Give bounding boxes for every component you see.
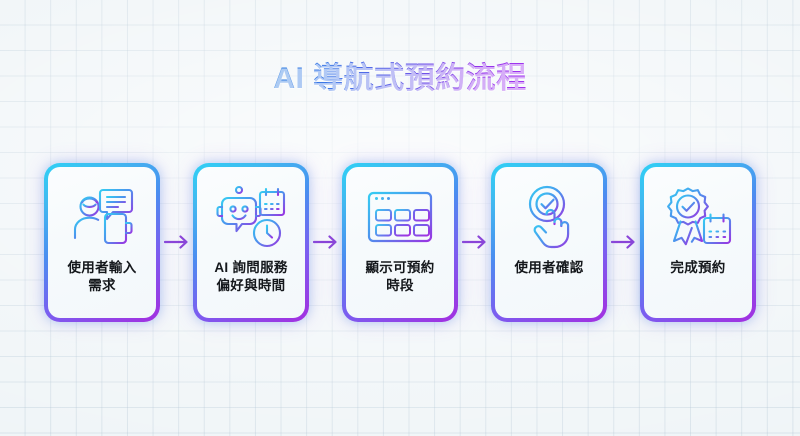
arrow-right-icon-3 [458, 227, 491, 257]
step-card-border-inner: AI 詢問服務 偏好與時間 [195, 164, 307, 320]
step-card-border-inner: 使用者確認 [493, 164, 605, 320]
page-title-container: AI 導航式預約流程 [0, 33, 800, 117]
step-card-label: 顯示可預約 時段 [365, 259, 435, 293]
award-ribbon-calendar-icon [660, 181, 736, 253]
browser-timeslot-grid-icon [362, 181, 438, 253]
page-title: AI 導航式預約流程 [273, 53, 526, 97]
step-card-label: 完成預約 [670, 259, 726, 275]
step-card-face: 使用者輸入 需求 [48, 166, 156, 318]
step-card-face: AI 詢問服務 偏好與時間 [197, 166, 305, 318]
arrow-right-icon-2 [309, 227, 342, 257]
step-card-face: 顯示可預約 時段 [346, 166, 454, 318]
check-circle-tap-hand-icon [511, 181, 587, 253]
user-speech-bubble-phone-icon [64, 181, 140, 253]
robot-calendar-clock-icon [213, 181, 289, 253]
arrow-right-icon-1 [160, 227, 193, 257]
flow-step-4: 使用者確認 [491, 162, 640, 322]
step-card-user-confirm[interactable]: 使用者確認 [491, 162, 607, 322]
step-card-show-slots[interactable]: 顯示可預約 時段 [342, 162, 458, 322]
flow-step-5: 完成預約 [640, 162, 756, 322]
step-card-label: 使用者輸入 需求 [67, 259, 137, 293]
step-card-face: 完成預約 [644, 166, 752, 318]
flow-step-2: AI 詢問服務 偏好與時間 [193, 162, 342, 322]
process-flow-row: 使用者輸入 需求 [0, 162, 800, 322]
step-card-label: AI 詢問服務 偏好與時間 [214, 259, 288, 293]
step-card-border-inner: 使用者輸入 需求 [46, 164, 158, 320]
step-card-face: 使用者確認 [495, 166, 603, 318]
step-card-label: 使用者確認 [514, 259, 584, 275]
arrow-right-icon-4 [607, 227, 640, 257]
step-card-border-inner: 完成預約 [642, 164, 754, 320]
step-card-ai-ask[interactable]: AI 詢問服務 偏好與時間 [193, 162, 309, 322]
flow-step-3: 顯示可預約 時段 [342, 162, 491, 322]
flow-step-1: 使用者輸入 需求 [44, 162, 193, 322]
step-card-booking-complete[interactable]: 完成預約 [640, 162, 756, 322]
step-card-border-inner: 顯示可預約 時段 [344, 164, 456, 320]
step-card-user-input[interactable]: 使用者輸入 需求 [44, 162, 160, 322]
